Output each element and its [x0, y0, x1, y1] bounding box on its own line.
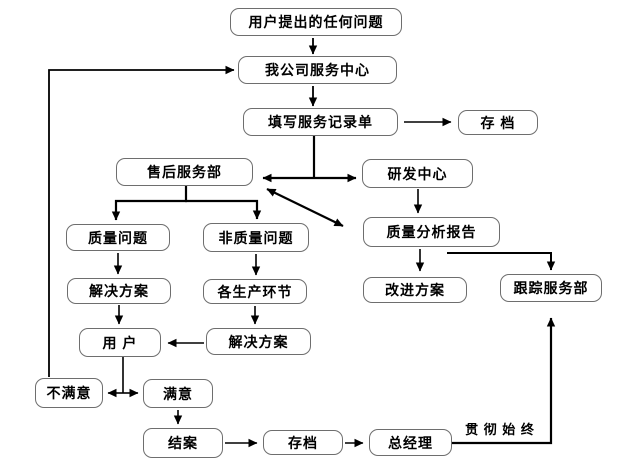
node-after-sales-dept: 售后服务部: [116, 158, 253, 186]
node-user: 用 户: [79, 328, 161, 357]
node-quality-issue: 质量问题: [66, 224, 170, 251]
node-unsatisfied: 不满意: [35, 378, 103, 408]
node-improvement-plan: 改进方案: [363, 277, 467, 303]
node-general-manager: 总经理: [369, 429, 452, 456]
node-solution-left: 解决方案: [67, 278, 171, 304]
node-solution-mid: 解决方案: [206, 328, 311, 355]
node-case-closed: 结案: [143, 428, 223, 458]
node-satisfied: 满意: [143, 379, 213, 408]
node-archive-bottom: 存档: [263, 430, 343, 455]
edge-branch-to-quality: [111, 199, 187, 221]
node-non-quality-issue: 非质量问题: [203, 223, 309, 252]
edge-gm-to-tracking: [452, 317, 556, 445]
edge-branch-to-nonquality: [185, 199, 262, 220]
node-rnd-center: 研发中心: [362, 159, 473, 188]
node-production-links: 各生产环节: [203, 279, 307, 304]
label-motto: 贯 彻 始 终: [465, 421, 535, 437]
edge-unsatisfied-to-center: [48, 65, 235, 377]
edge-aftersales-analysis-both: [266, 188, 344, 227]
node-service-center: 我公司服务中心: [238, 56, 397, 84]
node-archive-top: 存 档: [458, 110, 538, 135]
edge-analysis-to-tracking: [447, 252, 556, 271]
node-user-question: 用户提出的任何问题: [230, 8, 402, 36]
node-tracking-dept: 跟踪服务部: [500, 274, 602, 302]
node-record-form: 填写服务记录单: [243, 108, 398, 136]
node-quality-analysis-report: 质量分析报告: [363, 217, 500, 247]
